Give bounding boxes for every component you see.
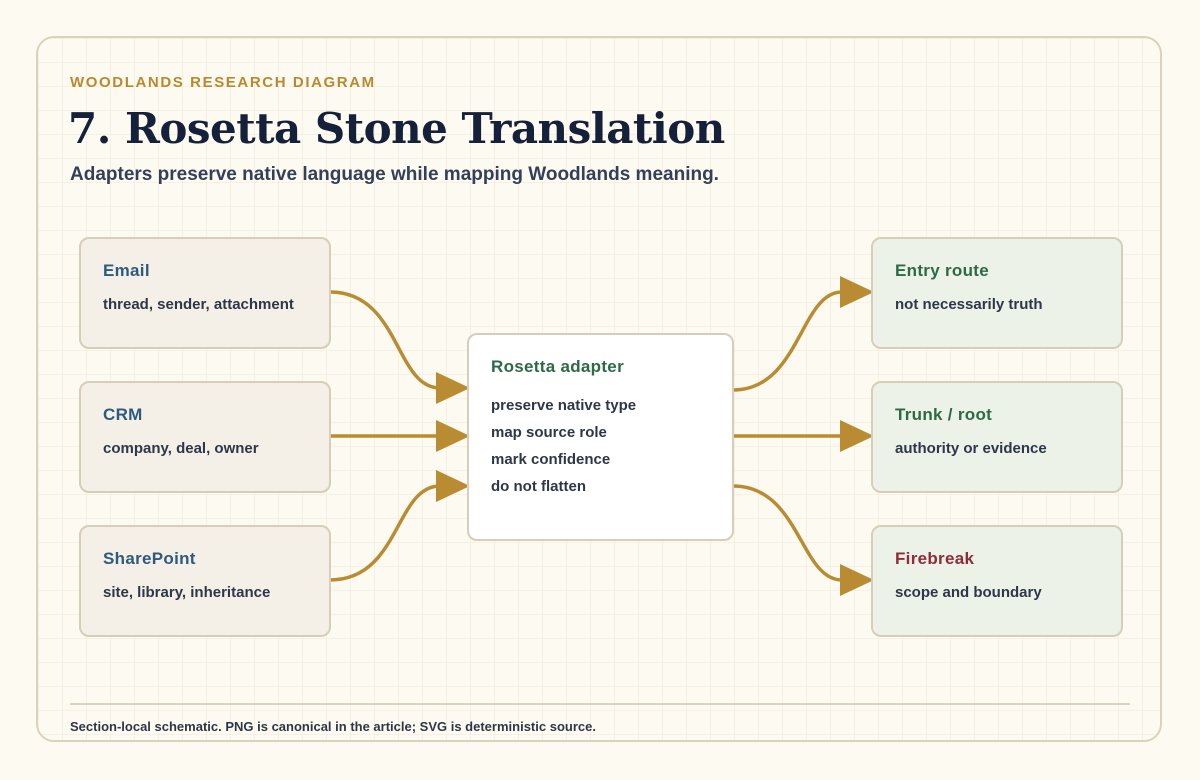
adapter-rule: mark confidence (491, 451, 611, 468)
target-box-trunk-root: Trunk / root authority or evidence (871, 381, 1123, 493)
eyebrow-label: WOODLANDS RESEARCH DIAGRAM (70, 74, 376, 91)
source-box-crm: CRM company, deal, owner (79, 381, 331, 493)
page-title: 7. Rosetta Stone Translation (68, 104, 725, 153)
source-title-crm: CRM (103, 405, 143, 424)
arrow-email-to-adapter (328, 290, 442, 390)
arrowhead-firebreak (840, 564, 874, 596)
source-desc-email: thread, sender, attachment (103, 296, 294, 313)
target-title-firebreak: Firebreak (895, 549, 975, 568)
adapter-rule: do not flatten (491, 478, 586, 495)
arrow-adapter-to-firebreak (731, 484, 844, 582)
target-desc-entry-route: not necessarily truth (895, 296, 1043, 313)
source-title-email: Email (103, 261, 150, 280)
adapter-title: Rosetta adapter (491, 357, 624, 376)
source-desc-crm: company, deal, owner (103, 440, 259, 457)
footer-note: Section-local schematic. PNG is canonica… (70, 719, 596, 734)
arrowhead-crm (436, 420, 470, 452)
target-box-entry-route: Entry route not necessarily truth (871, 237, 1123, 349)
adapter-rule: map source role (491, 424, 607, 441)
target-box-firebreak: Firebreak scope and boundary (871, 525, 1123, 637)
arrowhead-entry-route (840, 276, 874, 308)
footer-divider (70, 703, 1130, 705)
arrow-sharepoint-to-adapter (328, 484, 442, 582)
page-subtitle: Adapters preserve native language while … (70, 164, 719, 185)
target-desc-trunk-root: authority or evidence (895, 440, 1047, 457)
arrowhead-sharepoint (436, 470, 470, 502)
arrowhead-trunk-root (840, 420, 874, 452)
target-desc-firebreak: scope and boundary (895, 584, 1042, 601)
target-title-trunk-root: Trunk / root (895, 405, 993, 424)
source-desc-sharepoint: site, library, inheritance (103, 584, 271, 601)
adapter-box: Rosetta adapter preserve native type map… (467, 333, 734, 541)
adapter-rules-list: preserve native type map source role mar… (491, 397, 636, 505)
target-title-entry-route: Entry route (895, 261, 989, 280)
adapter-rule: preserve native type (491, 397, 637, 414)
source-box-email: Email thread, sender, attachment (79, 237, 331, 349)
source-title-sharepoint: SharePoint (103, 549, 196, 568)
arrow-adapter-to-entry-route (731, 290, 844, 392)
source-box-sharepoint: SharePoint site, library, inheritance (79, 525, 331, 637)
arrowhead-email (436, 372, 470, 404)
